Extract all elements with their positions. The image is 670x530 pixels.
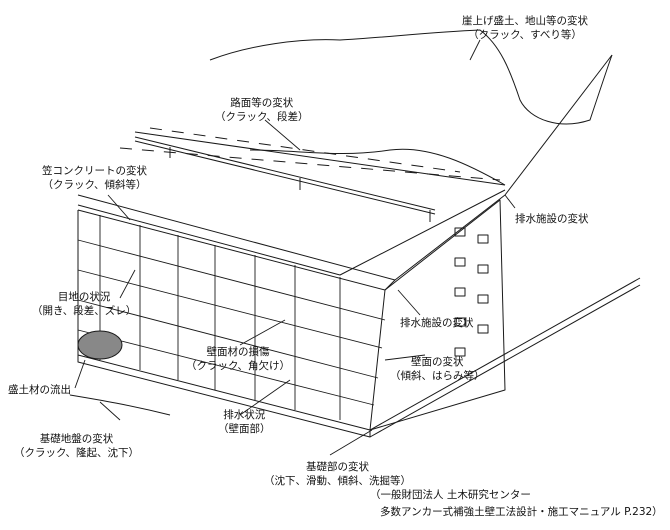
label-road: 路面等の変状 （クラック、段差） xyxy=(215,97,309,123)
road-outline xyxy=(77,189,506,276)
label-slope-upper: 崖上げ盛土、地山等の変状 （クラック、すべり等） xyxy=(462,15,588,41)
wall-front-face xyxy=(77,210,386,431)
footing-front xyxy=(77,355,371,438)
label-panel-damage: 壁面材の損傷 （クラック、角欠け） xyxy=(186,346,291,372)
slope-crack xyxy=(249,148,506,186)
road-centerline xyxy=(119,147,501,181)
upper-slope-outline xyxy=(209,29,613,125)
label-joint: 目地の状況 （開き、段差、ズレ） xyxy=(32,291,137,317)
guardrail-bottom xyxy=(134,140,436,215)
label-ground: 基礎地盤の変状 （クラック、隆起、沈下） xyxy=(14,433,140,459)
wall-side-face xyxy=(369,199,506,431)
label-coping: 笠コンクリートの変状 （クラック、傾斜等） xyxy=(42,165,147,191)
label-drain-top: 排水施設の変状 xyxy=(515,213,589,225)
diagram-drawing xyxy=(69,29,641,456)
source-line-2: 多数アンカー式補強土壁工法設計・施工マニュアル P.232） xyxy=(380,506,663,518)
footing-side-2 xyxy=(369,277,641,431)
coping-bottom-edge xyxy=(77,209,386,291)
label-drain-face: 排水施設の変状 xyxy=(400,317,474,329)
panel-grid xyxy=(77,215,386,420)
coping-top-edge xyxy=(77,194,506,281)
source-citation: （一般財団法人 土木研究センター 多数アンカー式補強土壁工法設計・施工マニュアル… xyxy=(370,487,663,521)
side-drain-pipes xyxy=(454,227,489,357)
road-edge-back xyxy=(134,131,506,186)
label-drain-status: 排水状況 （壁面部） xyxy=(218,409,271,435)
source-line-1: （一般財団法人 土木研究センター xyxy=(370,489,531,501)
fill-outflow-mound xyxy=(77,330,123,360)
ground-surface xyxy=(69,394,171,416)
label-footing: 基礎部の変状 （沈下、滑動、傾斜、洗掘等） xyxy=(264,461,411,487)
slope-crest-line xyxy=(504,54,613,196)
label-fill-outflow: 盛土材の流出 xyxy=(8,384,71,396)
leader-lines xyxy=(74,39,516,456)
guardrail-top xyxy=(134,136,436,211)
label-wall-face: 壁面の変状 （傾斜、はらみ等） xyxy=(390,356,485,382)
footing-side xyxy=(369,284,641,438)
road-lane-line xyxy=(149,127,461,173)
